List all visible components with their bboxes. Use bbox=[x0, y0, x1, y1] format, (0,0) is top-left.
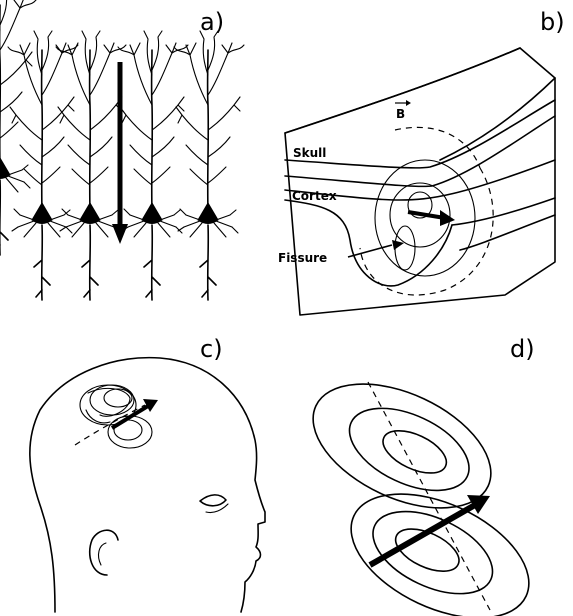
eye bbox=[200, 495, 226, 506]
panel-b-label: b) bbox=[540, 8, 565, 36]
pyramidal-neuron-1 bbox=[8, 31, 78, 300]
panel-c: c) bbox=[30, 335, 265, 612]
panel-b: b) B Skull Cortex Fissur bbox=[278, 8, 565, 315]
panel-d-label: d) bbox=[510, 335, 535, 363]
cortex-label: Cortex bbox=[292, 189, 337, 203]
head-layer-slab bbox=[285, 48, 555, 315]
pyramidal-neuron-4 bbox=[174, 31, 244, 300]
current-arrow-a bbox=[112, 62, 128, 244]
panel-a-label: a) bbox=[200, 8, 224, 36]
fissure-label: Fissure bbox=[278, 251, 327, 265]
pyramidal-neuron bbox=[0, 0, 36, 255]
panel-c-label: c) bbox=[200, 335, 223, 363]
scalp-field-map bbox=[75, 385, 158, 448]
panel-d: d) bbox=[294, 335, 548, 616]
dipole-arrow-d bbox=[370, 495, 490, 565]
panel-a: a) bbox=[0, 0, 244, 300]
head-outline bbox=[30, 358, 265, 612]
pyramidal-neuron-2 bbox=[56, 31, 126, 300]
field-b-label: B bbox=[396, 107, 405, 121]
skull-label: Skull bbox=[293, 146, 326, 160]
pyramidal-neuron-3 bbox=[118, 31, 188, 300]
ear bbox=[90, 530, 118, 575]
